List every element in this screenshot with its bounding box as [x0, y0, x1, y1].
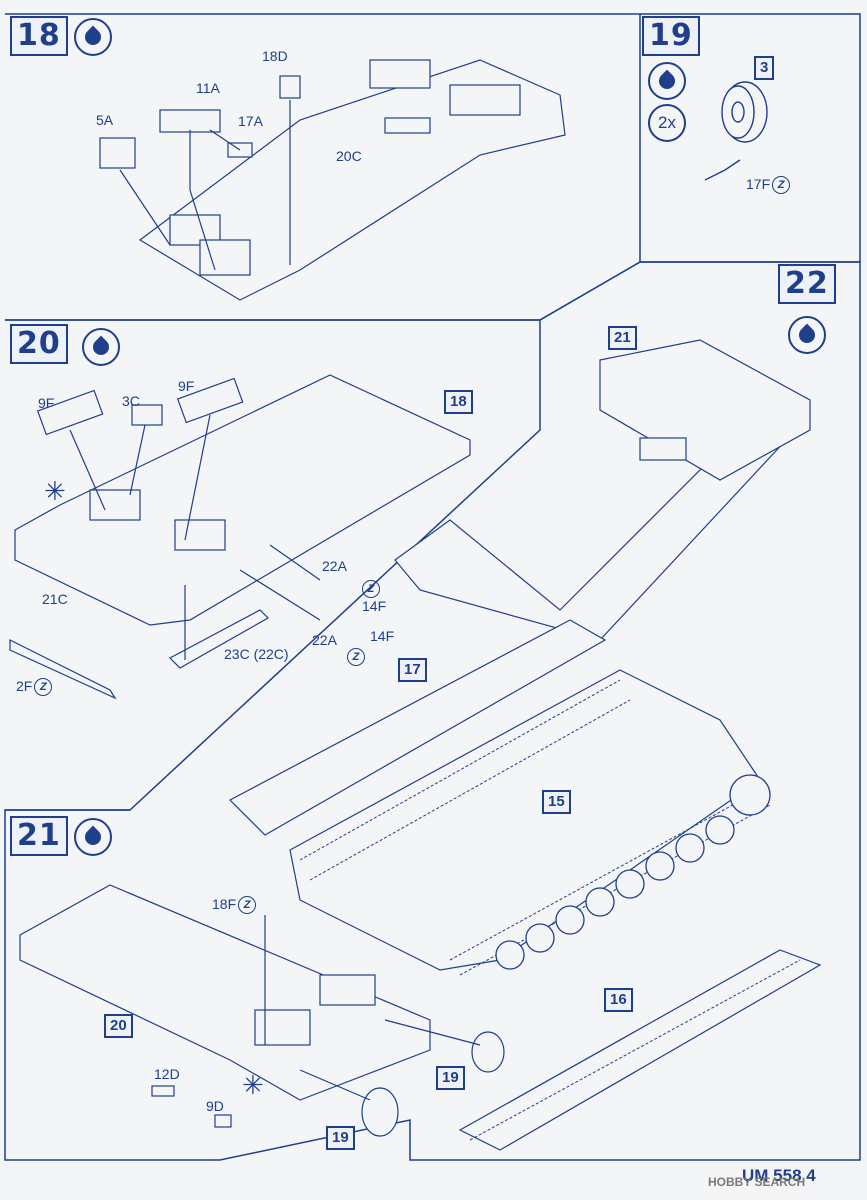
part-label: 14F [370, 628, 395, 644]
step-ref: 16 [604, 988, 633, 1012]
part-label: 9D [206, 1098, 224, 1114]
part-label: 9F [38, 395, 55, 411]
optional-asterisk-icon: ✳ [242, 1070, 264, 1100]
glue-drop-icon [82, 328, 120, 366]
part-label: 3C [122, 393, 140, 409]
step-number: 20 [10, 324, 68, 364]
part-label: 18D [262, 48, 288, 64]
glue-drop-icon [648, 62, 686, 100]
part-label: 9F [178, 378, 195, 394]
watermark: HOBBY SEARCH [708, 1175, 806, 1189]
part-label: 23C (22C) [224, 646, 289, 662]
glue-drop-icon [74, 18, 112, 56]
quantity-badge: 2x [648, 104, 686, 142]
glue-drop-icon [788, 316, 826, 354]
part-label: 11A [196, 80, 220, 96]
part-label: 22A [312, 632, 337, 648]
cement-icon: Z [347, 648, 365, 666]
step-ref: 19 [436, 1066, 465, 1090]
part-label: 12D [154, 1066, 180, 1082]
step-ref: 15 [542, 790, 571, 814]
part-label: 21C [42, 591, 68, 607]
part-label: 20C [336, 148, 362, 164]
page-footer: UM 558 4 [742, 1166, 816, 1185]
cement-icon: Z [362, 580, 380, 598]
step-number: 18 [10, 16, 68, 56]
step-ref: 19 [326, 1126, 355, 1150]
cement-icon: Z [34, 678, 53, 697]
part-label: 17A [238, 113, 263, 129]
part-label: 22A [322, 558, 347, 574]
step-ref: 3 [754, 56, 775, 80]
part-label: 14F [362, 598, 387, 614]
glue-drop-icon [74, 818, 112, 856]
step-ref: 21 [608, 326, 637, 350]
step-number: 21 [10, 816, 68, 856]
step-ref: 17 [398, 658, 427, 682]
optional-asterisk-icon: ✳ [44, 476, 66, 506]
step-number: 22 [778, 264, 836, 304]
cement-icon: Z [238, 896, 257, 915]
step-number: 19 [642, 16, 700, 56]
part-label: 5A [96, 112, 114, 128]
step-ref: 18 [444, 390, 473, 414]
step-ref: 20 [104, 1014, 133, 1038]
cement-icon: Z [772, 176, 791, 195]
